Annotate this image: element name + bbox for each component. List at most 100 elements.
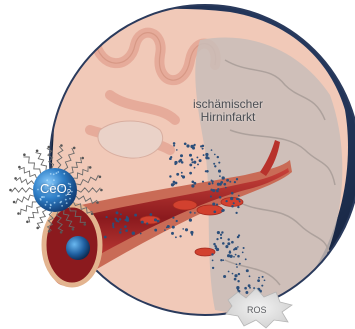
ros-dot [225, 245, 228, 248]
ceria-speckle [63, 173, 65, 175]
ros-dot [236, 263, 238, 265]
ros-dot [229, 181, 231, 183]
ros-dot [213, 210, 216, 213]
ros-dot [132, 232, 135, 235]
ros-dot [117, 220, 119, 222]
ros-dot [172, 226, 175, 229]
ligand-tip [36, 150, 39, 153]
ros-dot [119, 218, 121, 220]
ceria-speckle [40, 199, 42, 201]
ros-dot [237, 280, 239, 282]
ros-dot [189, 172, 192, 175]
ros-dot [141, 221, 144, 224]
ros-dot [227, 238, 229, 240]
ros-dot [211, 253, 213, 255]
ros-dot [258, 277, 260, 279]
ros-dot [221, 209, 224, 212]
ros-dot [223, 275, 226, 278]
ros-dot [176, 220, 178, 222]
ros-dot [126, 216, 128, 218]
ligand-tip [48, 146, 51, 149]
ros-dot [173, 145, 175, 147]
ligand-tip [73, 147, 76, 150]
ros-dot [238, 273, 240, 275]
ros-dot [175, 236, 177, 238]
ros-dot [182, 228, 184, 230]
ros-dot [216, 190, 218, 192]
ros-dot [186, 144, 189, 147]
ros-dot [174, 163, 176, 165]
ros-dot [202, 148, 204, 150]
ros-dot [200, 145, 202, 147]
ligand-tip [18, 166, 21, 169]
ros-dot [112, 226, 114, 228]
ros-dot [120, 213, 122, 215]
ceria-label-subscript: 2 [67, 188, 71, 197]
ros-dot [235, 247, 238, 250]
ligand-strand [29, 207, 41, 223]
ligand-tip [9, 189, 12, 192]
ros-dot [225, 187, 227, 189]
ros-dot [126, 219, 129, 222]
ros-dot [234, 278, 237, 281]
ros-dot [246, 269, 249, 272]
ceria-speckle [50, 205, 52, 207]
ligand-tip [14, 177, 17, 180]
ros-dot [234, 274, 237, 277]
ros-dot [205, 156, 208, 159]
ceria-particle-small [66, 236, 90, 260]
ros-dot [214, 154, 216, 156]
ros-dot [222, 242, 225, 245]
ros-dot [211, 149, 213, 151]
ros-dot [125, 229, 128, 232]
ros-dot [189, 154, 192, 157]
ceria-speckle [56, 172, 58, 174]
ros-dot [193, 161, 196, 164]
ros-dot [191, 158, 194, 161]
ros-dot [172, 217, 174, 219]
ros-dot [189, 211, 191, 213]
ros-dot [192, 147, 195, 150]
ligand-tip [100, 189, 103, 192]
ros-dot [228, 271, 230, 273]
infarct-label-line2: Hirninfarkt [193, 111, 263, 124]
ros-dot [157, 220, 160, 223]
ligand-tip [84, 223, 87, 226]
ros-dot [238, 234, 240, 236]
ros-dot [197, 163, 199, 165]
ros-dot [184, 142, 187, 145]
ros-dot [196, 156, 198, 158]
ros-dot [211, 180, 213, 182]
ros-dot [234, 181, 236, 183]
ros-dot [212, 267, 214, 269]
ros-dot [181, 172, 183, 174]
ligand-tip [13, 201, 16, 204]
ros-dot [257, 279, 260, 282]
ros-dot [237, 246, 239, 248]
ros-dot [237, 255, 240, 258]
ros-dot [191, 234, 193, 236]
ros-dot [222, 176, 225, 179]
ros-dot [216, 204, 218, 206]
ros-dot [150, 213, 153, 216]
ros-dot [229, 251, 232, 254]
ligand-tip [99, 176, 102, 179]
ros-dot [214, 165, 216, 167]
ros-dot [233, 256, 235, 258]
ros-dot [190, 231, 193, 234]
ligand-tip [91, 213, 94, 216]
ros-dot [208, 182, 211, 185]
ros-dot [235, 254, 237, 256]
ros-dot [238, 195, 240, 197]
ros-dot [232, 273, 234, 275]
ros-dot [169, 175, 171, 177]
ros-dot [244, 287, 247, 290]
ros-dot [261, 285, 263, 287]
ros-dot [194, 212, 196, 214]
ros-dot [236, 266, 238, 268]
ligand-tip [48, 230, 51, 233]
ros-dot [213, 243, 216, 246]
ceria-speckle [37, 189, 39, 191]
ros-dot [134, 214, 137, 217]
ros-dot [245, 258, 247, 260]
